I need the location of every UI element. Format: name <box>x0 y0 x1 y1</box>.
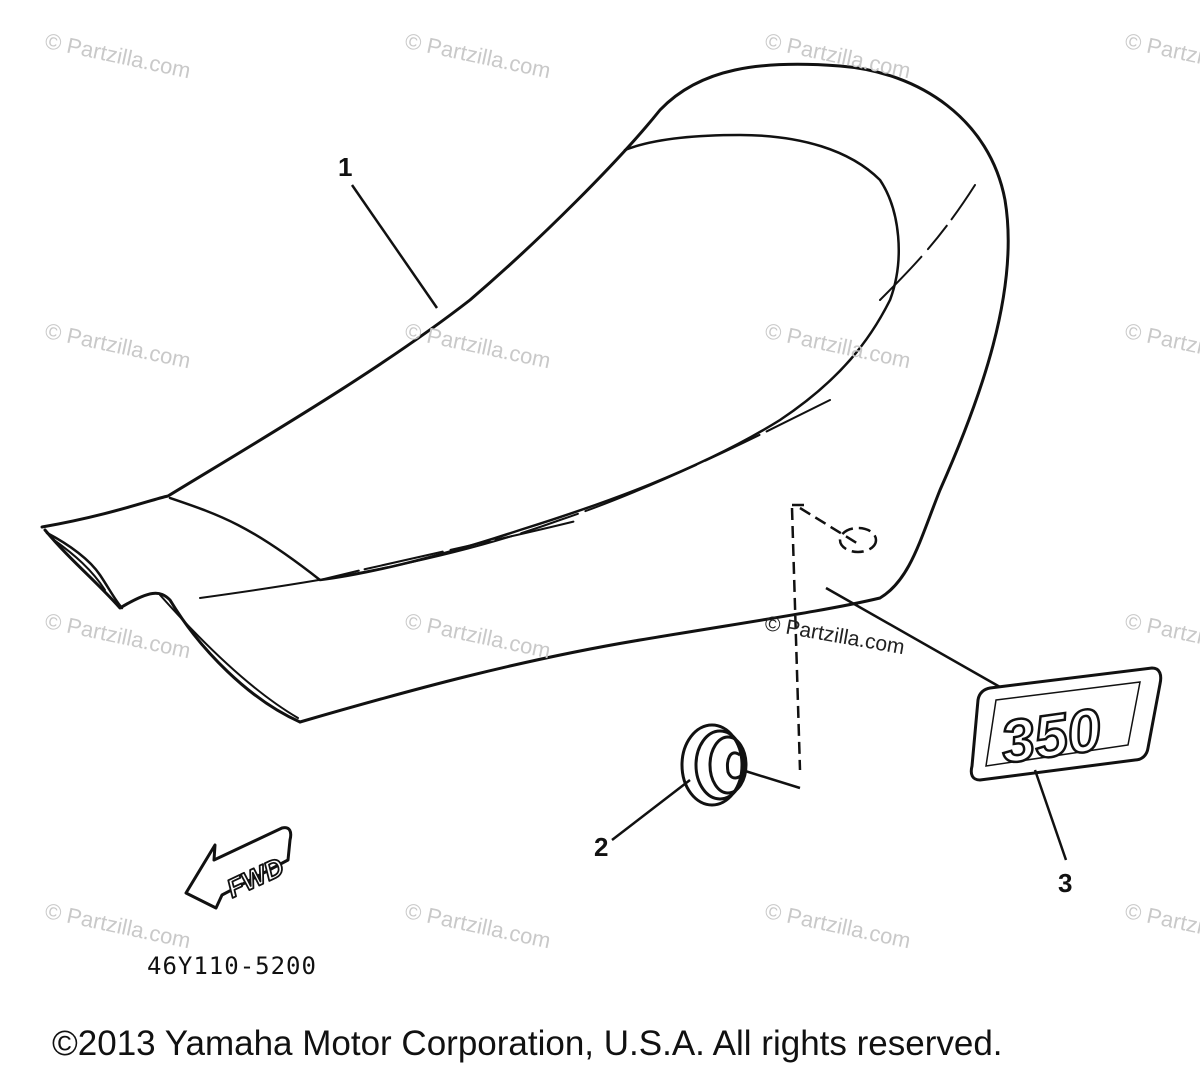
fwd-arrow-text: FWD <box>222 851 289 903</box>
fwd-arrow-icon: FWD <box>184 826 293 910</box>
callout-2: 2 <box>594 832 609 862</box>
emblem-350-text: 350 <box>997 696 1105 776</box>
leader-line-1 <box>350 184 439 309</box>
callout-3: 3 <box>1058 868 1073 898</box>
leader-line-3 <box>1033 769 1068 861</box>
damper-drawing <box>680 723 801 807</box>
emblem-350-drawing: 350 <box>969 666 1163 782</box>
mount-dashed-lines <box>790 503 878 771</box>
seat-drawing <box>40 62 1010 724</box>
part-number: 46Y110-5200 <box>147 952 317 980</box>
leader-line-emblem <box>825 586 1001 689</box>
copyright-notice: ©2013 Yamaha Motor Corporation, U.S.A. A… <box>52 1024 1003 1063</box>
callout-1: 1 <box>338 152 353 182</box>
leader-line-2 <box>611 779 691 841</box>
